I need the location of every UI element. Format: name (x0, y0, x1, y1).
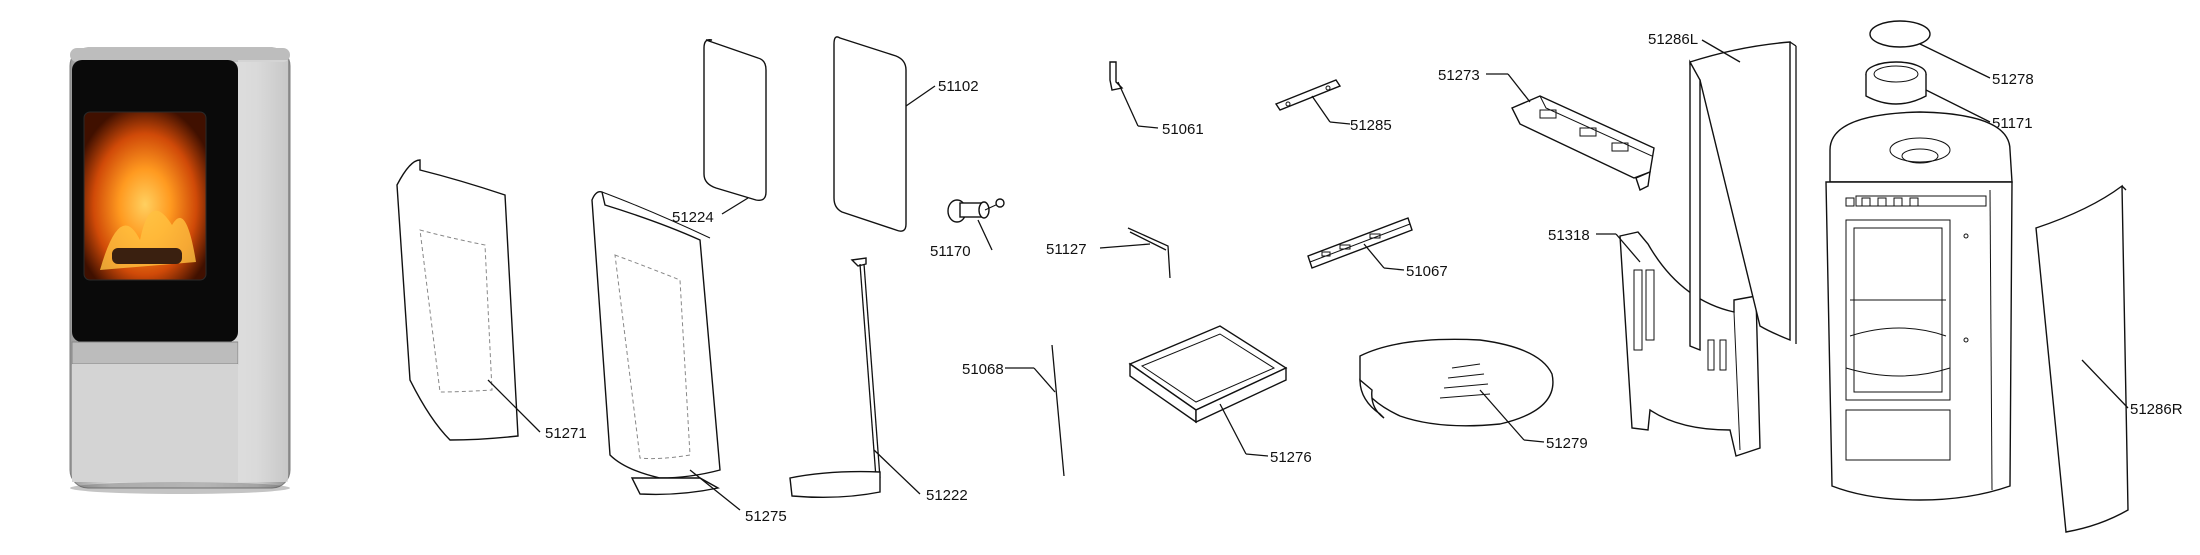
part-51222: 51222 (789, 257, 968, 504)
part-51286R: 51286R (2035, 184, 2183, 533)
label-51171: 51171 (1992, 115, 2033, 132)
label-51170: 51170 (930, 243, 971, 260)
part-51271: 51271 (396, 159, 587, 442)
part-51224: 51224 (672, 38, 767, 226)
label-51222: 51222 (926, 487, 968, 504)
label-51068: 51068 (962, 361, 1004, 378)
label-51224: 51224 (672, 209, 714, 226)
label-51271: 51271 (545, 425, 587, 442)
part-51285: 51285 (1274, 79, 1392, 134)
part-51278: 51278 (1869, 20, 2034, 88)
label-51286R: 51286R (2130, 401, 2183, 418)
part-51170: 51170 (930, 198, 1005, 260)
label-51067: 51067 (1406, 263, 1448, 280)
part-51127: 51127 (1046, 227, 1171, 279)
part-51067: 51067 (1307, 217, 1448, 280)
part-51102: 51102 (833, 36, 979, 232)
label-51285: 51285 (1350, 117, 1392, 134)
label-51276: 51276 (1270, 449, 1312, 466)
label-51318: 51318 (1548, 227, 1590, 244)
stove-photo (69, 47, 291, 494)
label-51278: 51278 (1992, 71, 2034, 88)
label-51279: 51279 (1546, 435, 1588, 452)
part-51171: 51171 (1865, 61, 2033, 132)
label-51275: 51275 (745, 508, 787, 525)
part-51273: 51273 (1438, 67, 1655, 191)
label-51127: 51127 (1046, 241, 1087, 258)
part-51279: 51279 (1359, 338, 1588, 452)
part-51068: 51068 (962, 344, 1065, 477)
label-51273: 51273 (1438, 67, 1480, 84)
label-51286L: 51286L (1648, 31, 1698, 48)
label-51061: 51061 (1162, 121, 1204, 138)
part-51286L: 51286L (1648, 31, 1797, 352)
label-51102: 51102 (938, 78, 979, 95)
part-51061: 51061 (1109, 61, 1204, 138)
stove-body-drawing (1825, 111, 2013, 501)
part-51318: 51318 (1548, 227, 1761, 457)
part-51276: 51276 (1128, 325, 1312, 466)
part-51275: 51275 (591, 190, 787, 525)
